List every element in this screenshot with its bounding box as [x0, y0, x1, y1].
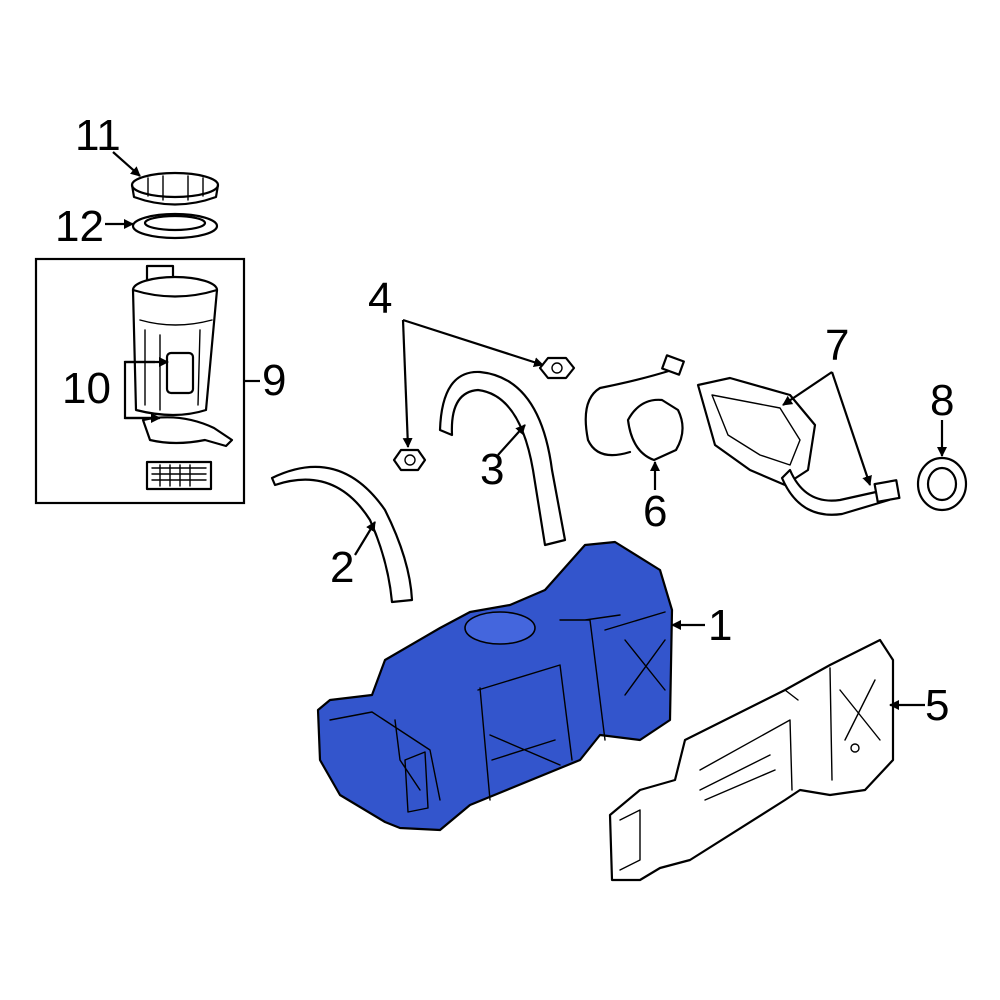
fuel-pump-module-part [131, 264, 234, 491]
callout-11: 11 [75, 111, 121, 160]
nut-part [392, 448, 427, 472]
callout-7: 7 [825, 321, 849, 370]
strap-front-part [270, 465, 414, 604]
sender-valve-part [584, 354, 685, 462]
callout-12: 12 [55, 202, 104, 251]
nut-part [538, 356, 576, 380]
strap-rear-part [438, 370, 567, 547]
grommet-part [916, 456, 968, 512]
callout-labels: 1 2 3 4 5 6 7 8 9 10 11 12 [55, 111, 954, 730]
lock-ring-part [130, 171, 220, 206]
leader-lines [105, 151, 947, 710]
callout-3: 3 [480, 445, 504, 494]
callout-6: 6 [643, 487, 667, 536]
callout-2: 2 [330, 543, 354, 592]
skid-plate-part [608, 638, 895, 882]
callout-5: 5 [925, 681, 949, 730]
callout-10: 10 [62, 364, 111, 413]
callout-8: 8 [930, 376, 954, 425]
filler-neck-part [696, 376, 901, 516]
callout-9: 9 [262, 356, 286, 405]
seal-gasket-part [131, 212, 219, 240]
callout-1: 1 [708, 601, 732, 650]
fuel-tank-part [316, 540, 674, 832]
callout-4: 4 [368, 274, 392, 323]
